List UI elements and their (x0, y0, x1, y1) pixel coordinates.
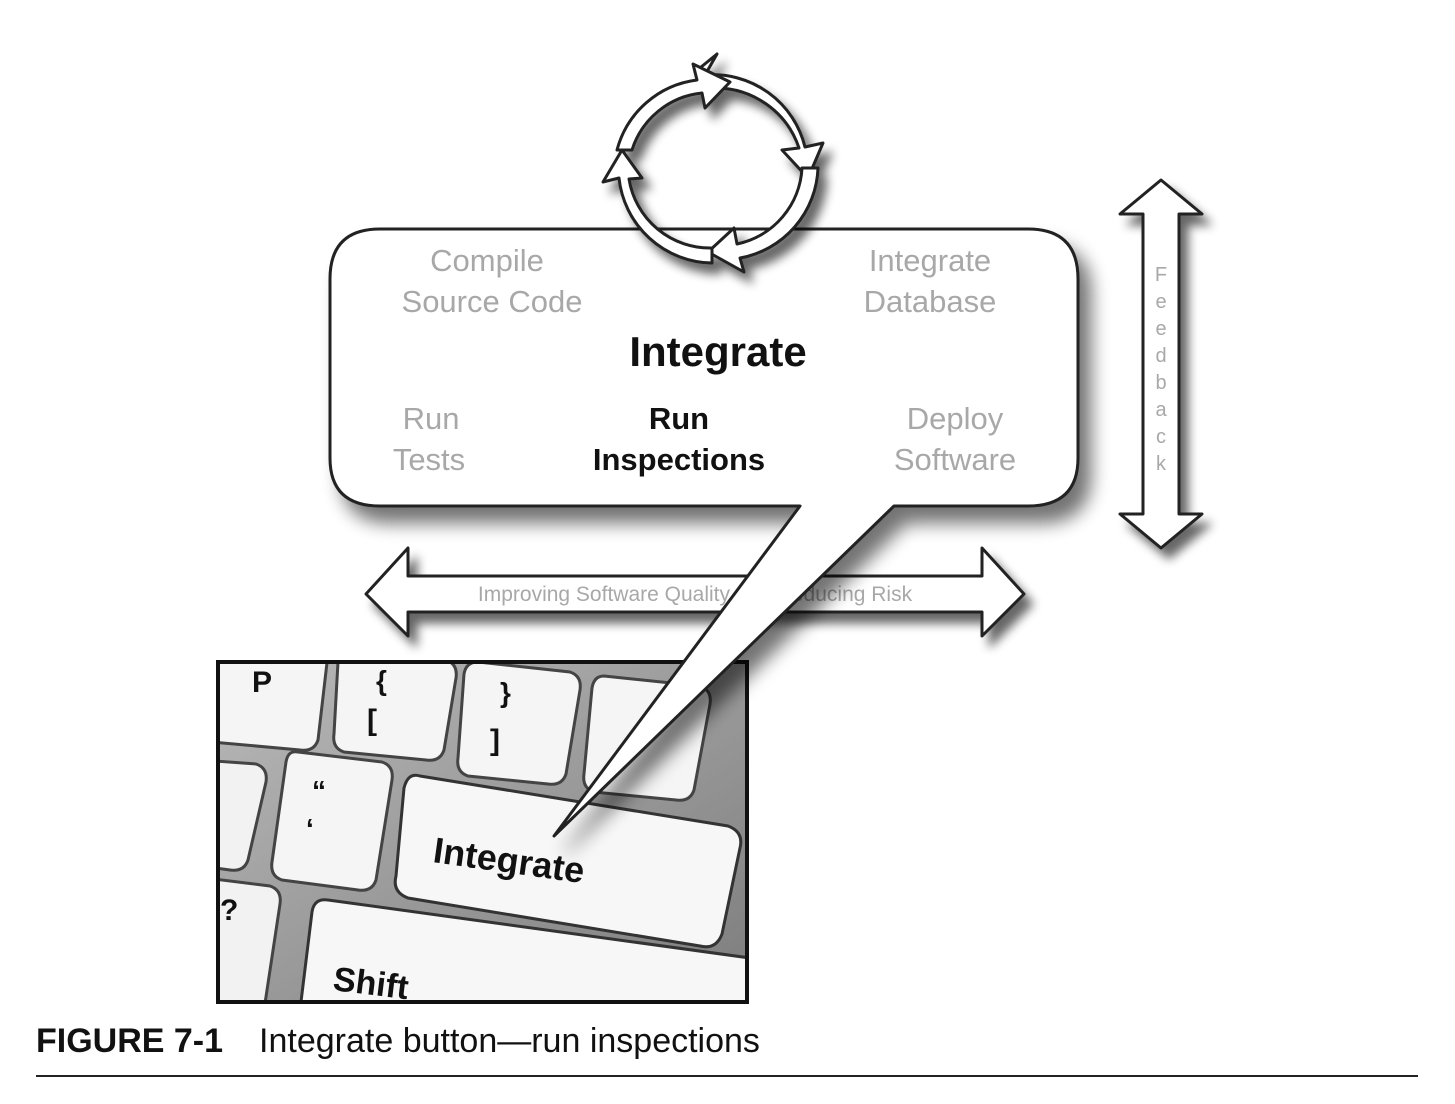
key-question: ? (220, 878, 282, 1000)
cycle-arrow-top (693, 52, 825, 180)
caption-rule (36, 1075, 1418, 1077)
key-quote-bottom-label: ‘ (306, 813, 314, 844)
step-database-line1: Integrate (869, 243, 991, 278)
key-brace-open-label: { (376, 665, 387, 696)
step-tests-line1: Run (403, 401, 460, 436)
key-bracket-close-label: ] (490, 724, 500, 757)
feedback-letter: e (1155, 291, 1166, 313)
step-compile-line1: Compile (430, 243, 544, 278)
figure-caption-text: Integrate button—run inspections (259, 1022, 760, 1060)
quality-arrow-label: Improving Software Quality and Reducing … (478, 583, 913, 606)
key-left-edge (220, 759, 268, 872)
figure-number: FIGURE 7-1 (36, 1022, 224, 1060)
key-p: P (220, 664, 329, 752)
feedback-letter: c (1156, 426, 1166, 448)
step-tests-line2: Tests (393, 442, 465, 477)
step-inspections-line2: Inspections (593, 442, 765, 477)
center-title: Integrate (629, 328, 806, 375)
key-quote-top-label: “ (312, 775, 326, 806)
figure-caption: FIGURE 7-1 Integrate button—run inspectio… (36, 1022, 760, 1061)
key-brace-close-label: } (500, 677, 511, 708)
step-inspections-line1: Run (649, 401, 709, 436)
callout-text: Compile Source Code Integrate Database I… (393, 243, 1016, 477)
cycle-arrow-left (615, 62, 732, 152)
feedback-letter: d (1155, 345, 1166, 367)
feedback-letter: b (1155, 372, 1166, 394)
key-integrate[interactable]: Integrate (393, 773, 743, 949)
step-deploy-line1: Deploy (907, 401, 1004, 436)
step-compile-line2: Source Code (402, 284, 583, 319)
feedback-letter: k (1156, 453, 1167, 475)
integrate-callout (328, 227, 1080, 838)
quality-arrow: Improving Software Quality and Reducing … (364, 546, 1026, 638)
feedback-letter: F (1155, 264, 1167, 286)
key-bracket-close: } ] (456, 664, 582, 786)
feedback-letter: a (1155, 399, 1167, 421)
key-bracket-open: { [ (332, 664, 458, 762)
key-quote: “ ‘ (270, 750, 394, 892)
key-question-label: ? (220, 894, 238, 927)
key-bracket-open-label: [ (367, 704, 377, 737)
step-database-line2: Database (864, 284, 997, 319)
key-shift: Shift (299, 898, 745, 1007)
key-p-label: P (252, 666, 272, 699)
key-shift-label: Shift (331, 960, 411, 1007)
cycle-arrows-icon (601, 52, 825, 274)
feedback-letter: e (1155, 318, 1166, 340)
step-deploy-line2: Software (894, 442, 1016, 477)
